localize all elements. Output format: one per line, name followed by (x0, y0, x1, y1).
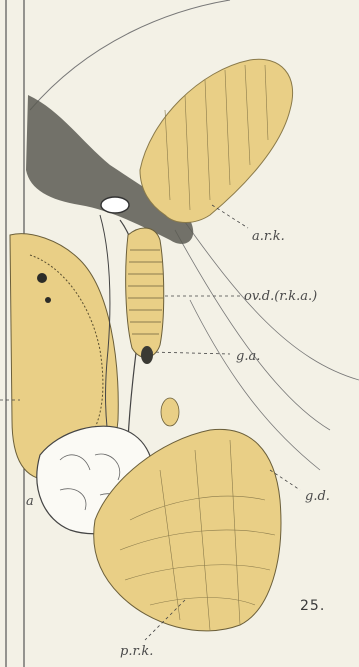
label-ark: a.r.k. (252, 229, 285, 244)
small-yellow-body (161, 398, 179, 426)
figure-number: 25. (300, 598, 325, 614)
oval-duct-section (101, 197, 129, 213)
label-ga: g.a. (236, 349, 260, 364)
striped-organ-ovd (126, 228, 164, 357)
label-gd: g.d. (305, 489, 330, 504)
gland-ga (141, 346, 153, 364)
label-ovd: ov.d.(r.k.a.) (244, 289, 317, 304)
dark-spot-2 (45, 297, 51, 303)
label-left-edge: a (26, 494, 34, 509)
dark-spot-1 (37, 273, 47, 283)
anterior-organ-ark (140, 59, 293, 222)
label-prk: p.r.k. (120, 644, 153, 659)
